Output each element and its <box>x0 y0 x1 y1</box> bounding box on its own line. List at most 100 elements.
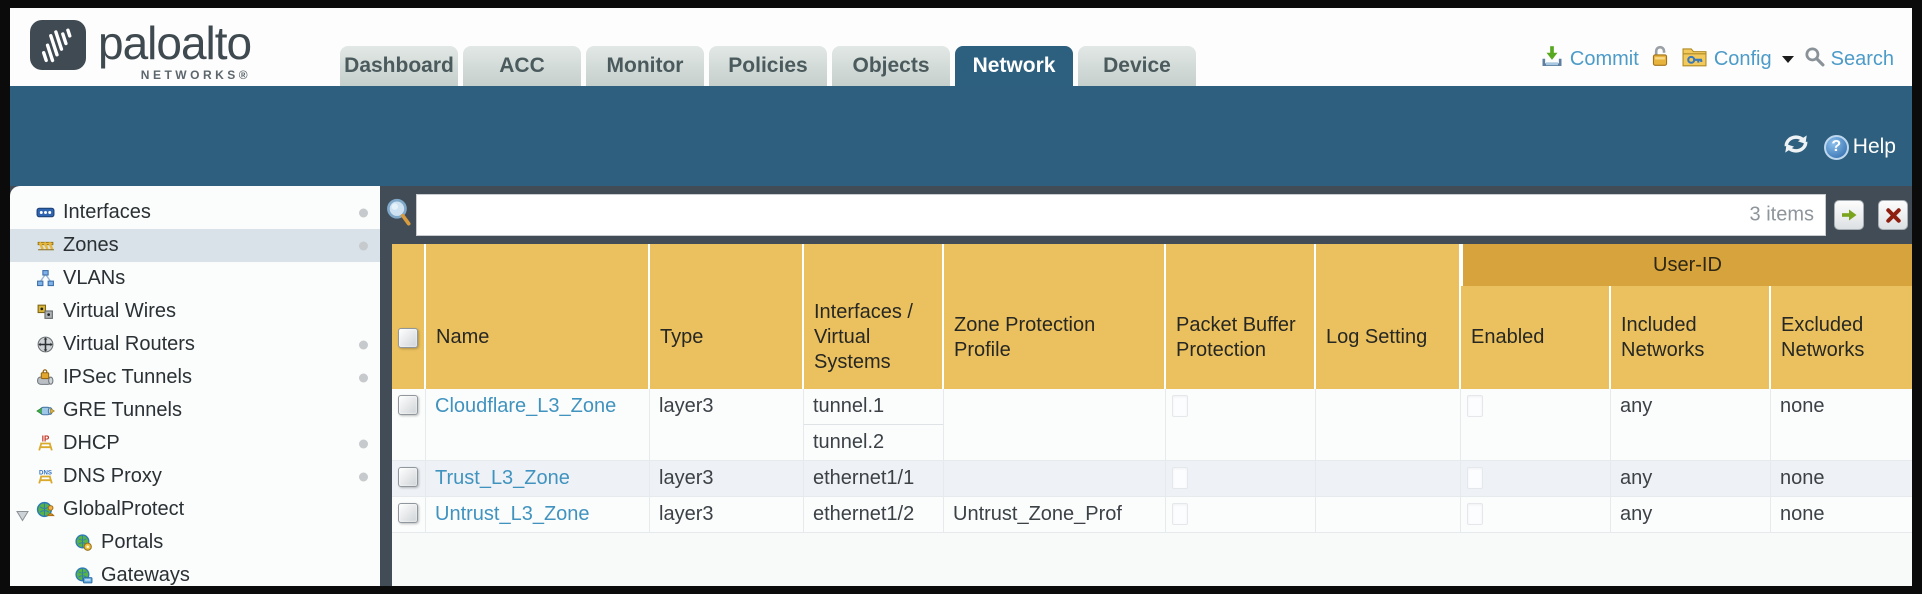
packet-buffer-protection-checkbox[interactable] <box>1172 467 1188 489</box>
dhcp-icon: IP <box>36 434 55 453</box>
row-checkbox[interactable] <box>398 467 418 487</box>
zones-table: Name Type Interfaces / Virtual Systems Z… <box>392 244 1912 586</box>
tab-network[interactable]: Network <box>955 46 1073 86</box>
col-header-name[interactable]: Name <box>426 244 650 389</box>
filter-input[interactable] <box>416 194 1826 236</box>
refresh-icon[interactable] <box>1782 132 1810 162</box>
zone-name-link[interactable]: Cloudflare_L3_Zone <box>435 395 617 417</box>
config-dropdown[interactable]: Config <box>1681 44 1794 74</box>
search-button[interactable]: Search <box>1804 46 1894 73</box>
sidebar-item-interfaces[interactable]: Interfaces <box>10 196 380 229</box>
excluded-networks: none <box>1771 461 1912 497</box>
paloalto-logo: paloalto NETWORKS® <box>30 17 252 82</box>
row-checkbox[interactable] <box>398 395 418 415</box>
tab-dashboard[interactable]: Dashboard <box>340 46 458 86</box>
config-icon <box>1681 44 1708 74</box>
zone-protection-profile <box>944 389 1166 461</box>
svg-text:IP: IP <box>42 434 49 443</box>
logo-networks-label: NETWORKS® <box>140 68 252 82</box>
zone-type: layer3 <box>650 461 804 497</box>
virtual-wires-icon <box>36 302 55 321</box>
sidebar-item-virtual-wires[interactable]: Virtual Wires <box>10 295 380 328</box>
main-content: 3 items <box>380 186 1912 586</box>
sidebar-item-zones[interactable]: Zones <box>10 229 380 262</box>
row-checkbox[interactable] <box>398 503 418 523</box>
help-label: Help <box>1852 135 1896 158</box>
filter-bar: 3 items <box>380 186 1912 244</box>
sidebar-item-gateways[interactable]: Gateways <box>10 559 380 586</box>
header-actions: Commit Config <box>1540 44 1894 74</box>
sidebar-item-globalprotect[interactable]: GlobalProtect <box>10 493 380 526</box>
interface-entry: tunnel.1 <box>804 389 943 425</box>
interfaces-icon <box>36 203 55 222</box>
commit-button[interactable]: Commit <box>1540 44 1639 74</box>
vlans-icon <box>36 269 55 288</box>
help-button[interactable]: ? Help <box>1823 134 1896 160</box>
tab-monitor[interactable]: Monitor <box>586 46 704 86</box>
table-row: Untrust_L3_Zone layer3 ethernet1/2 Untru… <box>392 497 1912 533</box>
col-header-type[interactable]: Type <box>650 244 804 389</box>
zone-protection-profile <box>944 461 1166 497</box>
zone-name-link[interactable]: Untrust_L3_Zone <box>435 503 590 525</box>
col-header-excluded-networks[interactable]: Excluded Networks <box>1781 313 1865 361</box>
select-all-checkbox[interactable] <box>398 327 418 348</box>
col-header-packet-buffer-protection[interactable]: Packet Buffer Protection <box>1166 244 1316 389</box>
col-header-enabled[interactable]: Enabled <box>1461 244 1611 389</box>
item-dot <box>359 241 368 250</box>
expander-triangle-icon[interactable] <box>16 504 29 521</box>
packet-buffer-protection-checkbox[interactable] <box>1172 503 1188 525</box>
tab-acc[interactable]: ACC <box>463 46 581 86</box>
lock-icon[interactable] <box>1649 44 1671 74</box>
sidebar-item-vlans[interactable]: VLANs <box>10 262 380 295</box>
zones-icon <box>36 236 55 255</box>
sidebar-item-dhcp[interactable]: IP DHCP <box>10 427 380 460</box>
dns-proxy-icon: DNS <box>36 467 55 486</box>
logo-wordmark: paloalto <box>98 17 252 69</box>
help-icon: ? <box>1823 134 1849 160</box>
col-header-interfaces[interactable]: Interfaces / Virtual Systems <box>804 244 944 389</box>
col-header-zone-protection-profile[interactable]: Zone Protection Profile <box>944 244 1166 389</box>
tab-policies[interactable]: Policies <box>709 46 827 86</box>
sidebar-item-virtual-routers[interactable]: Virtual Routers <box>10 328 380 361</box>
tab-device[interactable]: Device <box>1078 46 1196 86</box>
ipsec-tunnels-icon <box>36 368 55 387</box>
excluded-networks: none <box>1771 389 1912 461</box>
table-row: Trust_L3_Zone layer3 ethernet1/1 any non… <box>392 461 1912 497</box>
sidebar-item-dns-proxy[interactable]: DNS DNS Proxy <box>10 460 380 493</box>
interface-entry: tunnel.2 <box>813 431 885 453</box>
item-dot <box>359 340 368 349</box>
panos-app-window: paloalto NETWORKS® Dashboard ACC Monitor… <box>10 8 1912 586</box>
select-all-cell <box>392 244 426 389</box>
table-header: Name Type Interfaces / Virtual Systems Z… <box>392 244 1912 389</box>
user-id-group-header: User-ID <box>1461 244 1912 286</box>
virtual-routers-icon <box>36 335 55 354</box>
sidebar-item-gre-tunnels[interactable]: GRE Tunnels <box>10 394 380 427</box>
zone-name-link[interactable]: Trust_L3_Zone <box>435 467 570 489</box>
search-icon <box>1804 46 1825 73</box>
item-dot <box>359 373 368 382</box>
user-id-enabled-checkbox[interactable] <box>1467 395 1483 417</box>
col-header-log-setting[interactable]: Log Setting <box>1316 244 1461 389</box>
item-dot <box>359 472 368 481</box>
packet-buffer-protection-checkbox[interactable] <box>1172 395 1188 417</box>
clear-filter-button[interactable] <box>1878 200 1908 230</box>
search-label: Search <box>1830 47 1894 70</box>
col-header-included-networks[interactable]: Included Networks <box>1611 244 1771 389</box>
excluded-networks: none <box>1771 497 1912 533</box>
included-networks: any <box>1611 497 1771 533</box>
interface-entry: ethernet1/2 <box>804 497 944 533</box>
user-id-enabled-checkbox[interactable] <box>1467 503 1483 525</box>
user-id-enabled-checkbox[interactable] <box>1467 467 1483 489</box>
apply-filter-button[interactable] <box>1834 200 1864 230</box>
commit-icon <box>1540 44 1564 74</box>
tab-objects[interactable]: Objects <box>832 46 950 86</box>
item-dot <box>359 439 368 448</box>
sidebar-item-ipsec-tunnels[interactable]: IPSec Tunnels <box>10 361 380 394</box>
sidebar-item-portals[interactable]: Portals <box>10 526 380 559</box>
zone-type: layer3 <box>650 497 804 533</box>
log-setting <box>1316 461 1461 497</box>
config-label: Config <box>1713 47 1772 70</box>
zone-protection-profile: Untrust_Zone_Prof <box>944 497 1166 533</box>
log-setting <box>1316 497 1461 533</box>
